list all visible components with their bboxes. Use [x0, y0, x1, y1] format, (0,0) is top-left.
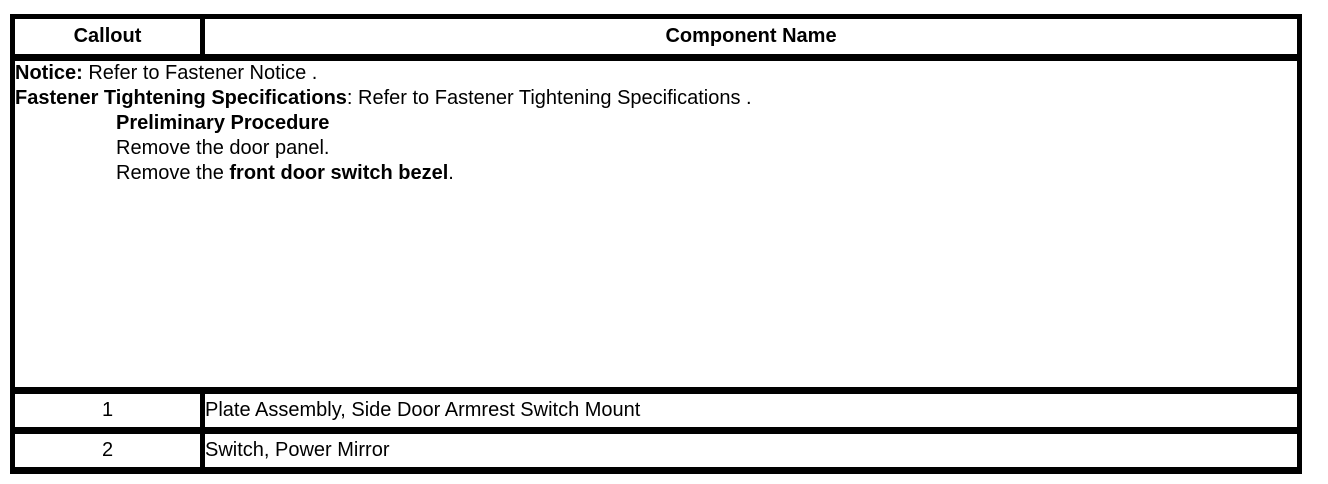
notice-row: Notice: Refer to Fastener Notice . Faste…: [10, 55, 1302, 394]
notice-label: Notice:: [15, 62, 83, 84]
callout-cell: 1: [10, 388, 205, 434]
step-remove-door-panel: Remove the door panel.: [116, 137, 330, 159]
fastener-specs-line: Fastener Tightening Specifications: Refe…: [15, 86, 1297, 111]
table-row: 2 Switch, Power Mirror: [10, 428, 1302, 474]
component-cell: Plate Assembly, Side Door Armrest Switch…: [200, 388, 1302, 434]
step-remove-switch-bezel: Remove the front door switch bezel.: [15, 161, 1297, 186]
fastener-specs-text: : Refer to Fastener Tightening Specifica…: [346, 87, 752, 109]
preliminary-procedure-title: Preliminary Procedure: [116, 112, 330, 134]
header-row: Callout Component Name: [10, 14, 1302, 61]
table-row: 1 Plate Assembly, Side Door Armrest Swit…: [10, 388, 1302, 434]
parts-callout-table: Callout Component Name Notice: Refer to …: [10, 14, 1302, 474]
step-2-suffix: .: [448, 162, 454, 184]
callout-cell: 2: [10, 428, 205, 474]
notice-line: Notice: Refer to Fastener Notice .: [15, 61, 1297, 86]
callout-column-header: Callout: [10, 14, 205, 61]
fastener-specs-label: Fastener Tightening Specifications: [15, 87, 347, 109]
notice-cell: Notice: Refer to Fastener Notice . Faste…: [10, 55, 1302, 394]
component-cell: Switch, Power Mirror: [200, 428, 1302, 474]
component-name-column-header: Component Name: [200, 14, 1302, 61]
front-door-switch-bezel-reference: front door switch bezel: [229, 162, 449, 184]
notice-text: Refer to Fastener Notice .: [82, 62, 318, 84]
step-2-prefix: Remove the: [116, 162, 230, 184]
